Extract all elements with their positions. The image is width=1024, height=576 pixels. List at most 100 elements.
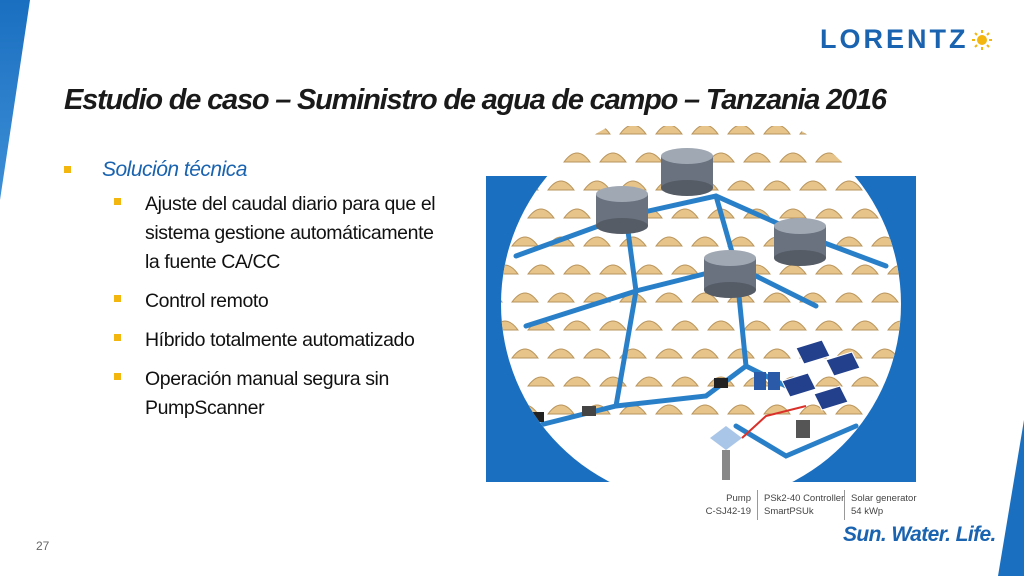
tent — [887, 152, 901, 163]
tent — [671, 208, 699, 219]
section-heading: Solución técnica — [102, 158, 247, 181]
tent — [799, 126, 827, 135]
tent — [799, 180, 827, 191]
tent — [599, 152, 627, 163]
tent — [501, 126, 503, 135]
tent — [851, 376, 879, 387]
caption-line: PSk2-40 Controller — [764, 493, 845, 504]
tent — [619, 236, 647, 247]
bullet-text: Operación manual segura sin PumpScanner — [145, 368, 389, 419]
tent — [547, 348, 575, 359]
bullet-list: Ajuste del caudal diario para que el sis… — [64, 190, 464, 423]
solar-panels — [781, 339, 861, 411]
tent — [655, 236, 683, 247]
controller-units — [530, 372, 810, 438]
bullet-marker — [114, 198, 121, 205]
tent — [635, 264, 663, 275]
bullet-text: Ajuste del caudal diario para que el sis… — [145, 193, 436, 273]
tent — [763, 292, 791, 303]
tent — [563, 376, 591, 387]
tent — [743, 320, 771, 331]
caption-divider — [844, 490, 845, 520]
tent — [511, 348, 539, 359]
tent — [671, 320, 699, 331]
cable-lines — [741, 405, 807, 439]
tent — [743, 152, 771, 163]
bullet-text: Control remoto — [145, 290, 269, 312]
pump-well — [710, 426, 742, 480]
tent — [763, 180, 791, 191]
tent — [547, 126, 575, 135]
tent — [501, 152, 519, 163]
caption-controller: PSk2-40 Controller SmartPSUk — [764, 492, 844, 518]
caption-line: 54 kWp — [851, 506, 884, 517]
tent — [815, 376, 843, 387]
tent — [815, 320, 843, 331]
caption-line: SmartPSUk — [764, 506, 814, 517]
tent — [851, 320, 879, 331]
tent — [871, 126, 899, 135]
tent — [691, 126, 719, 135]
tent — [527, 208, 555, 219]
sun-icon — [971, 29, 992, 50]
tent — [501, 320, 519, 331]
tent — [727, 126, 755, 135]
caption-solar-generator: Solar generator 54 kWp — [851, 492, 916, 518]
caption-line: Pump — [726, 493, 751, 504]
tent — [691, 348, 719, 359]
tent — [779, 208, 807, 219]
tent — [583, 126, 611, 135]
tent — [527, 264, 555, 275]
section-bullet: Solución técnica — [64, 158, 464, 182]
bullet-marker — [114, 295, 121, 302]
tent — [851, 152, 879, 163]
tent — [671, 376, 699, 387]
list-item: Híbrido totalmente automatizado — [114, 326, 464, 355]
tent — [635, 320, 663, 331]
tent — [563, 320, 591, 331]
tent — [511, 126, 539, 135]
slide-content: Solución técnica Ajuste del caudal diari… — [64, 158, 464, 433]
tent — [655, 126, 683, 135]
tent — [599, 320, 627, 331]
tent — [511, 292, 539, 303]
water-tanks — [596, 148, 826, 298]
tent — [527, 376, 555, 387]
tent — [655, 292, 683, 303]
list-item: Ajuste del caudal diario para que el sis… — [114, 190, 464, 277]
slide-title: Estudio de caso – Suministro de agua de … — [64, 84, 887, 116]
tent — [851, 264, 879, 275]
decorative-stripe-left — [0, 0, 30, 200]
tent — [779, 320, 807, 331]
tent — [707, 320, 735, 331]
tent — [871, 292, 899, 303]
tent — [547, 180, 575, 191]
tent — [501, 292, 503, 303]
tent — [887, 320, 901, 331]
tent — [835, 126, 863, 135]
bullet-marker — [64, 166, 71, 173]
bullet-marker — [114, 334, 121, 341]
logo-text: LORENTZ — [820, 24, 969, 54]
page-number: 27 — [36, 539, 50, 553]
tent — [547, 292, 575, 303]
tent — [691, 236, 719, 247]
tent — [583, 236, 611, 247]
tent — [815, 264, 843, 275]
caption-divider — [757, 490, 758, 520]
tent — [835, 236, 863, 247]
tent — [619, 126, 647, 135]
decorative-stripe-right — [998, 420, 1024, 576]
tent — [799, 404, 827, 415]
lorentz-logo: LORENTZ — [820, 24, 993, 55]
camp-water-system-illustration — [486, 126, 916, 482]
list-item: Operación manual segura sin PumpScanner — [114, 365, 464, 423]
tent — [563, 152, 591, 163]
caption-line: C-SJ42-19 — [705, 506, 751, 517]
tent — [583, 348, 611, 359]
tent — [691, 404, 719, 415]
tent — [835, 292, 863, 303]
list-item: Control remoto — [114, 287, 464, 316]
tent — [763, 126, 791, 135]
tent — [887, 264, 901, 275]
